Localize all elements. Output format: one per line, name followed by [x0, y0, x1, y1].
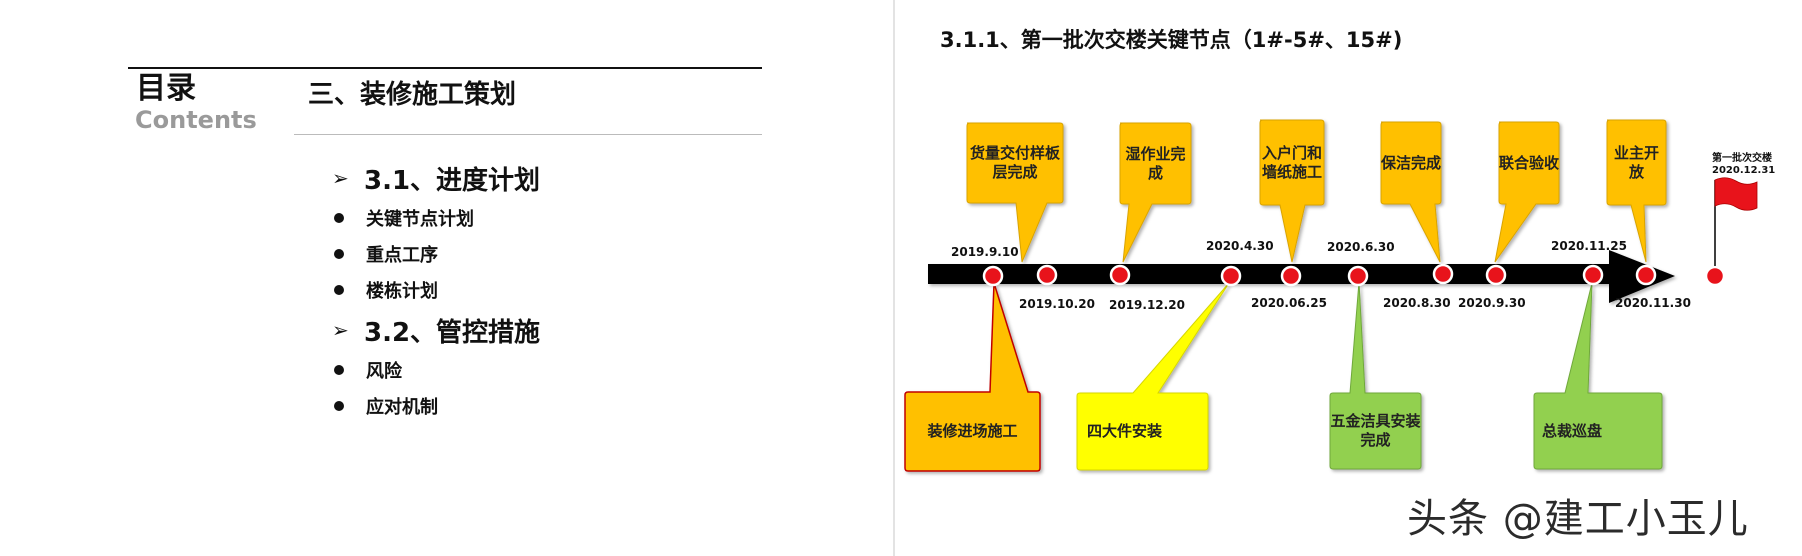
toc-title: 目录 — [136, 71, 196, 106]
toc-slide: 目录 Contents 三、装修施工策划 ➢ 3.1、进度计划 关键节点计划 重… — [0, 0, 893, 556]
callout-wet-works: 湿作业完成 — [1125, 144, 1186, 182]
flag-label: 第一批次交楼 2020.12.31 — [1712, 153, 1775, 177]
slide-title: 3.1.1、第一批次交楼关键节点（1#-5#、15#) — [940, 28, 1403, 52]
date-below: 2019.12.20 — [1109, 298, 1185, 312]
callout-shape-door-wallpaper — [1259, 119, 1325, 263]
dot-bullet-icon — [334, 365, 344, 375]
red-flag-icon — [1714, 177, 1758, 266]
section-title: 三、装修施工策划 — [308, 80, 517, 110]
date-above: 2020.4.30 — [1206, 239, 1274, 253]
toc-item-label: 3.2、管控措施 — [364, 317, 541, 348]
red-circle-icon — [982, 265, 1004, 287]
red-circle-icon — [1432, 263, 1454, 285]
toc-item-minor[interactable]: 风险 — [332, 352, 540, 388]
toc-item-minor[interactable]: 重点工序 — [332, 236, 540, 272]
toc-item-minor[interactable]: 楼栋计划 — [332, 272, 540, 308]
callout-shape-cleaning — [1380, 121, 1442, 263]
callout-sample-floor: 货量交付样板层完成 — [969, 144, 1060, 181]
callout-shape-ceo-inspection — [1533, 282, 1663, 470]
red-circle-icon — [1582, 264, 1604, 286]
arrow-bullet-icon: ➢ — [332, 318, 349, 342]
date-below: 2020.11.30 — [1615, 296, 1691, 310]
top-rule — [128, 67, 762, 69]
callout-cleaning: 保洁完成 — [1381, 153, 1442, 172]
callout-joint-acceptance: 联合验收 — [1499, 153, 1560, 172]
callout-decoration-entry: 装修进场施工 — [927, 422, 1018, 441]
callout-shape-sample-floor — [966, 122, 1064, 263]
dot-bullet-icon — [334, 285, 344, 295]
callout-ceo-inspection: 总裁巡盘 — [1542, 421, 1603, 440]
callout-shape-joint-acceptance — [1494, 121, 1560, 263]
red-circle-icon — [1220, 265, 1242, 287]
toc-item-label: 楼栋计划 — [366, 281, 438, 302]
timeline-graphic — [904, 119, 1758, 472]
toc-item-major[interactable]: ➢ 3.1、进度计划 — [332, 156, 540, 200]
date-above: 2019.9.10 — [951, 245, 1019, 259]
flag-label-line2: 2020.12.31 — [1712, 165, 1776, 176]
callout-shape-hardware — [1329, 281, 1422, 470]
red-circle-icon — [1485, 264, 1507, 286]
callout-shape-four-items — [1076, 282, 1230, 471]
section-rule — [294, 134, 762, 135]
red-circle-icon — [1704, 265, 1726, 287]
slide-divider — [893, 0, 895, 556]
toc-subtitle: Contents — [135, 106, 257, 134]
toc-item-label: 应对机制 — [366, 397, 438, 418]
date-below: 2019.10.20 — [1019, 297, 1095, 311]
timeline-slide: 3.1.1、第一批次交楼关键节点（1#-5#、15#) — [895, 0, 1802, 556]
flag-label-line1: 第一批次交楼 — [1712, 153, 1772, 164]
toc-item-minor[interactable]: 关键节点计划 — [332, 200, 540, 236]
red-circle-icon — [1109, 264, 1131, 286]
toc-item-major[interactable]: ➢ 3.2、管控措施 — [332, 308, 540, 352]
watermark: 头条 @建工小玉儿 — [1407, 496, 1749, 542]
arrow-bullet-icon: ➢ — [332, 166, 349, 190]
date-below: 2020.8.30 — [1383, 296, 1451, 310]
toc-list: ➢ 3.1、进度计划 关键节点计划 重点工序 楼栋计划 ➢ 3.2、管控措施 风… — [332, 156, 540, 424]
toc-item-label: 重点工序 — [366, 245, 438, 266]
dot-bullet-icon — [334, 401, 344, 411]
red-circle-icon — [1635, 264, 1657, 286]
toc-item-label: 3.1、进度计划 — [364, 165, 541, 196]
callout-door-wallpaper: 入户门和墙纸施工 — [1261, 143, 1322, 181]
date-below: 2020.9.30 — [1458, 296, 1526, 310]
callout-four-items: 四大件安装 — [1087, 422, 1163, 441]
red-circle-icon — [1036, 264, 1058, 286]
toc-item-label: 关键节点计划 — [366, 209, 474, 230]
callout-owner-open: 业主开放 — [1613, 143, 1659, 181]
callout-shape-owner-open — [1606, 119, 1667, 263]
date-above: 2020.6.30 — [1327, 240, 1395, 254]
callout-shape-decoration-entry — [904, 282, 1041, 472]
date-below: 2020.06.25 — [1251, 296, 1327, 310]
red-circle-icon — [1347, 265, 1369, 287]
dot-bullet-icon — [334, 249, 344, 259]
date-above: 2020.11.25 — [1551, 239, 1627, 253]
dot-bullet-icon — [334, 213, 344, 223]
toc-item-label: 风险 — [366, 361, 402, 382]
callout-hardware: 五金洁具安装完成 — [1330, 412, 1421, 449]
toc-item-minor[interactable]: 应对机制 — [332, 388, 540, 424]
callout-shape-wet-works — [1119, 122, 1192, 263]
red-circle-icon — [1280, 265, 1302, 287]
